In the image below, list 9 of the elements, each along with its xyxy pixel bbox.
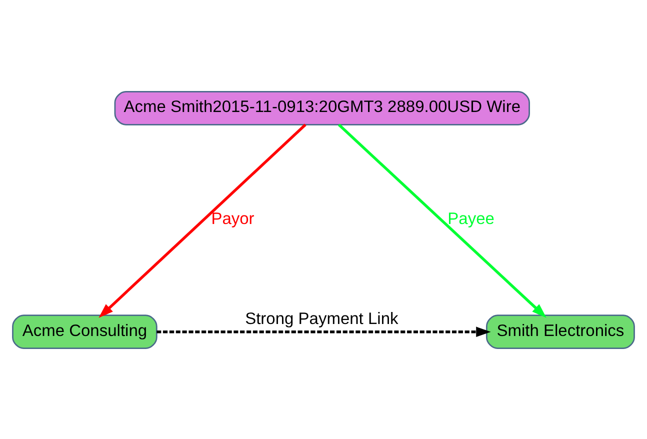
node-box: Acme Consulting (12, 314, 158, 349)
edge-label: Payee (448, 210, 494, 228)
edge-label: Strong Payment Link (245, 309, 398, 328)
node-box: Acme Smith2015-11-0913:20GMT3 2889.00USD Wire (114, 90, 530, 125)
arrow (156, 326, 491, 336)
node-box: Smith Electronics (486, 314, 635, 349)
arrow (98, 123, 306, 318)
arrow (338, 123, 546, 318)
edge-label: Payor (211, 210, 254, 228)
